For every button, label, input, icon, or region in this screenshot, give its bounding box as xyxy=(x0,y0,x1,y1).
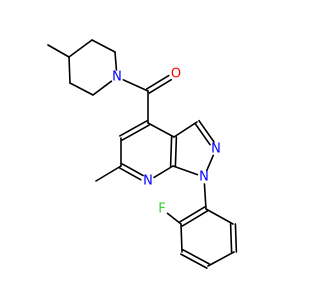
bond-n_pip-c_pip2b xyxy=(114,51,118,71)
bond-c_ar1-c_ar2-line2 xyxy=(181,210,209,227)
atom-label-n_7: N xyxy=(143,174,153,189)
atom-label-n_1: N xyxy=(199,170,209,185)
bond-c_pip2a-n_pip xyxy=(92,80,113,96)
bond-c_ar6-c_ar1 xyxy=(205,208,234,225)
atom-label-o_carb: O xyxy=(171,67,181,82)
bond-c_7a-c_3a-line2 xyxy=(169,136,173,167)
bond-layer xyxy=(47,39,238,269)
bond-n_2-n_1 xyxy=(205,154,215,172)
bond-c_ar2-c_ar3 xyxy=(180,223,183,253)
bond-c_ar4-c_ar5 xyxy=(207,251,235,267)
bond-c_3-n_2-line1 xyxy=(194,122,211,146)
bond-c_4-c_3a xyxy=(147,122,175,138)
bond-c_6-c_me6 xyxy=(95,165,122,182)
bond-c_ar5-c_ar6-line1 xyxy=(234,223,238,253)
atom-label-n_2: N xyxy=(211,142,221,157)
bond-c_ar1-c_ar2-line1 xyxy=(178,206,206,223)
atom-label-n_pip: N xyxy=(112,70,122,85)
bond-c_3a-c_3 xyxy=(173,121,198,138)
bond-c_7a-n_7 xyxy=(153,165,174,179)
bond-c_ar5-c_ar6-line2 xyxy=(229,223,233,253)
bond-n_1-c_7a xyxy=(172,165,199,176)
atom-label-f_ar: F xyxy=(158,202,165,217)
bond-c_pip2b-c_pip3b xyxy=(91,39,116,53)
bond-c_ar2-f_ar xyxy=(166,212,182,225)
bond-c_carb-o_carb-line2 xyxy=(145,74,170,90)
bond-c_5-c_4-line2 xyxy=(119,120,148,137)
bond-c_pip3b-c_pip4 xyxy=(68,39,93,58)
bond-c_pip4-c_pip3a xyxy=(68,56,71,84)
bond-c_ar3-c_ar4-line2 xyxy=(182,249,210,265)
bond-n_7-c_6-line1 xyxy=(121,163,144,177)
bond-c_5-c_4-line1 xyxy=(121,124,150,141)
bond-c_7a-c_3a-line1 xyxy=(174,136,178,167)
bond-n_pip-c_carb xyxy=(122,79,149,92)
bond-c_3-n_2-line2 xyxy=(198,119,215,143)
bond-n_7-c_6-line2 xyxy=(119,167,142,181)
bond-n_1-c_ar1 xyxy=(203,183,207,210)
bond-c_pip3a-c_pip2a xyxy=(69,82,94,96)
bond-c_me1-c_pip4 xyxy=(47,44,70,58)
bond-c_carb-o_carb-line1 xyxy=(148,78,173,94)
bond-c_ar3-c_ar4-line1 xyxy=(180,253,208,269)
